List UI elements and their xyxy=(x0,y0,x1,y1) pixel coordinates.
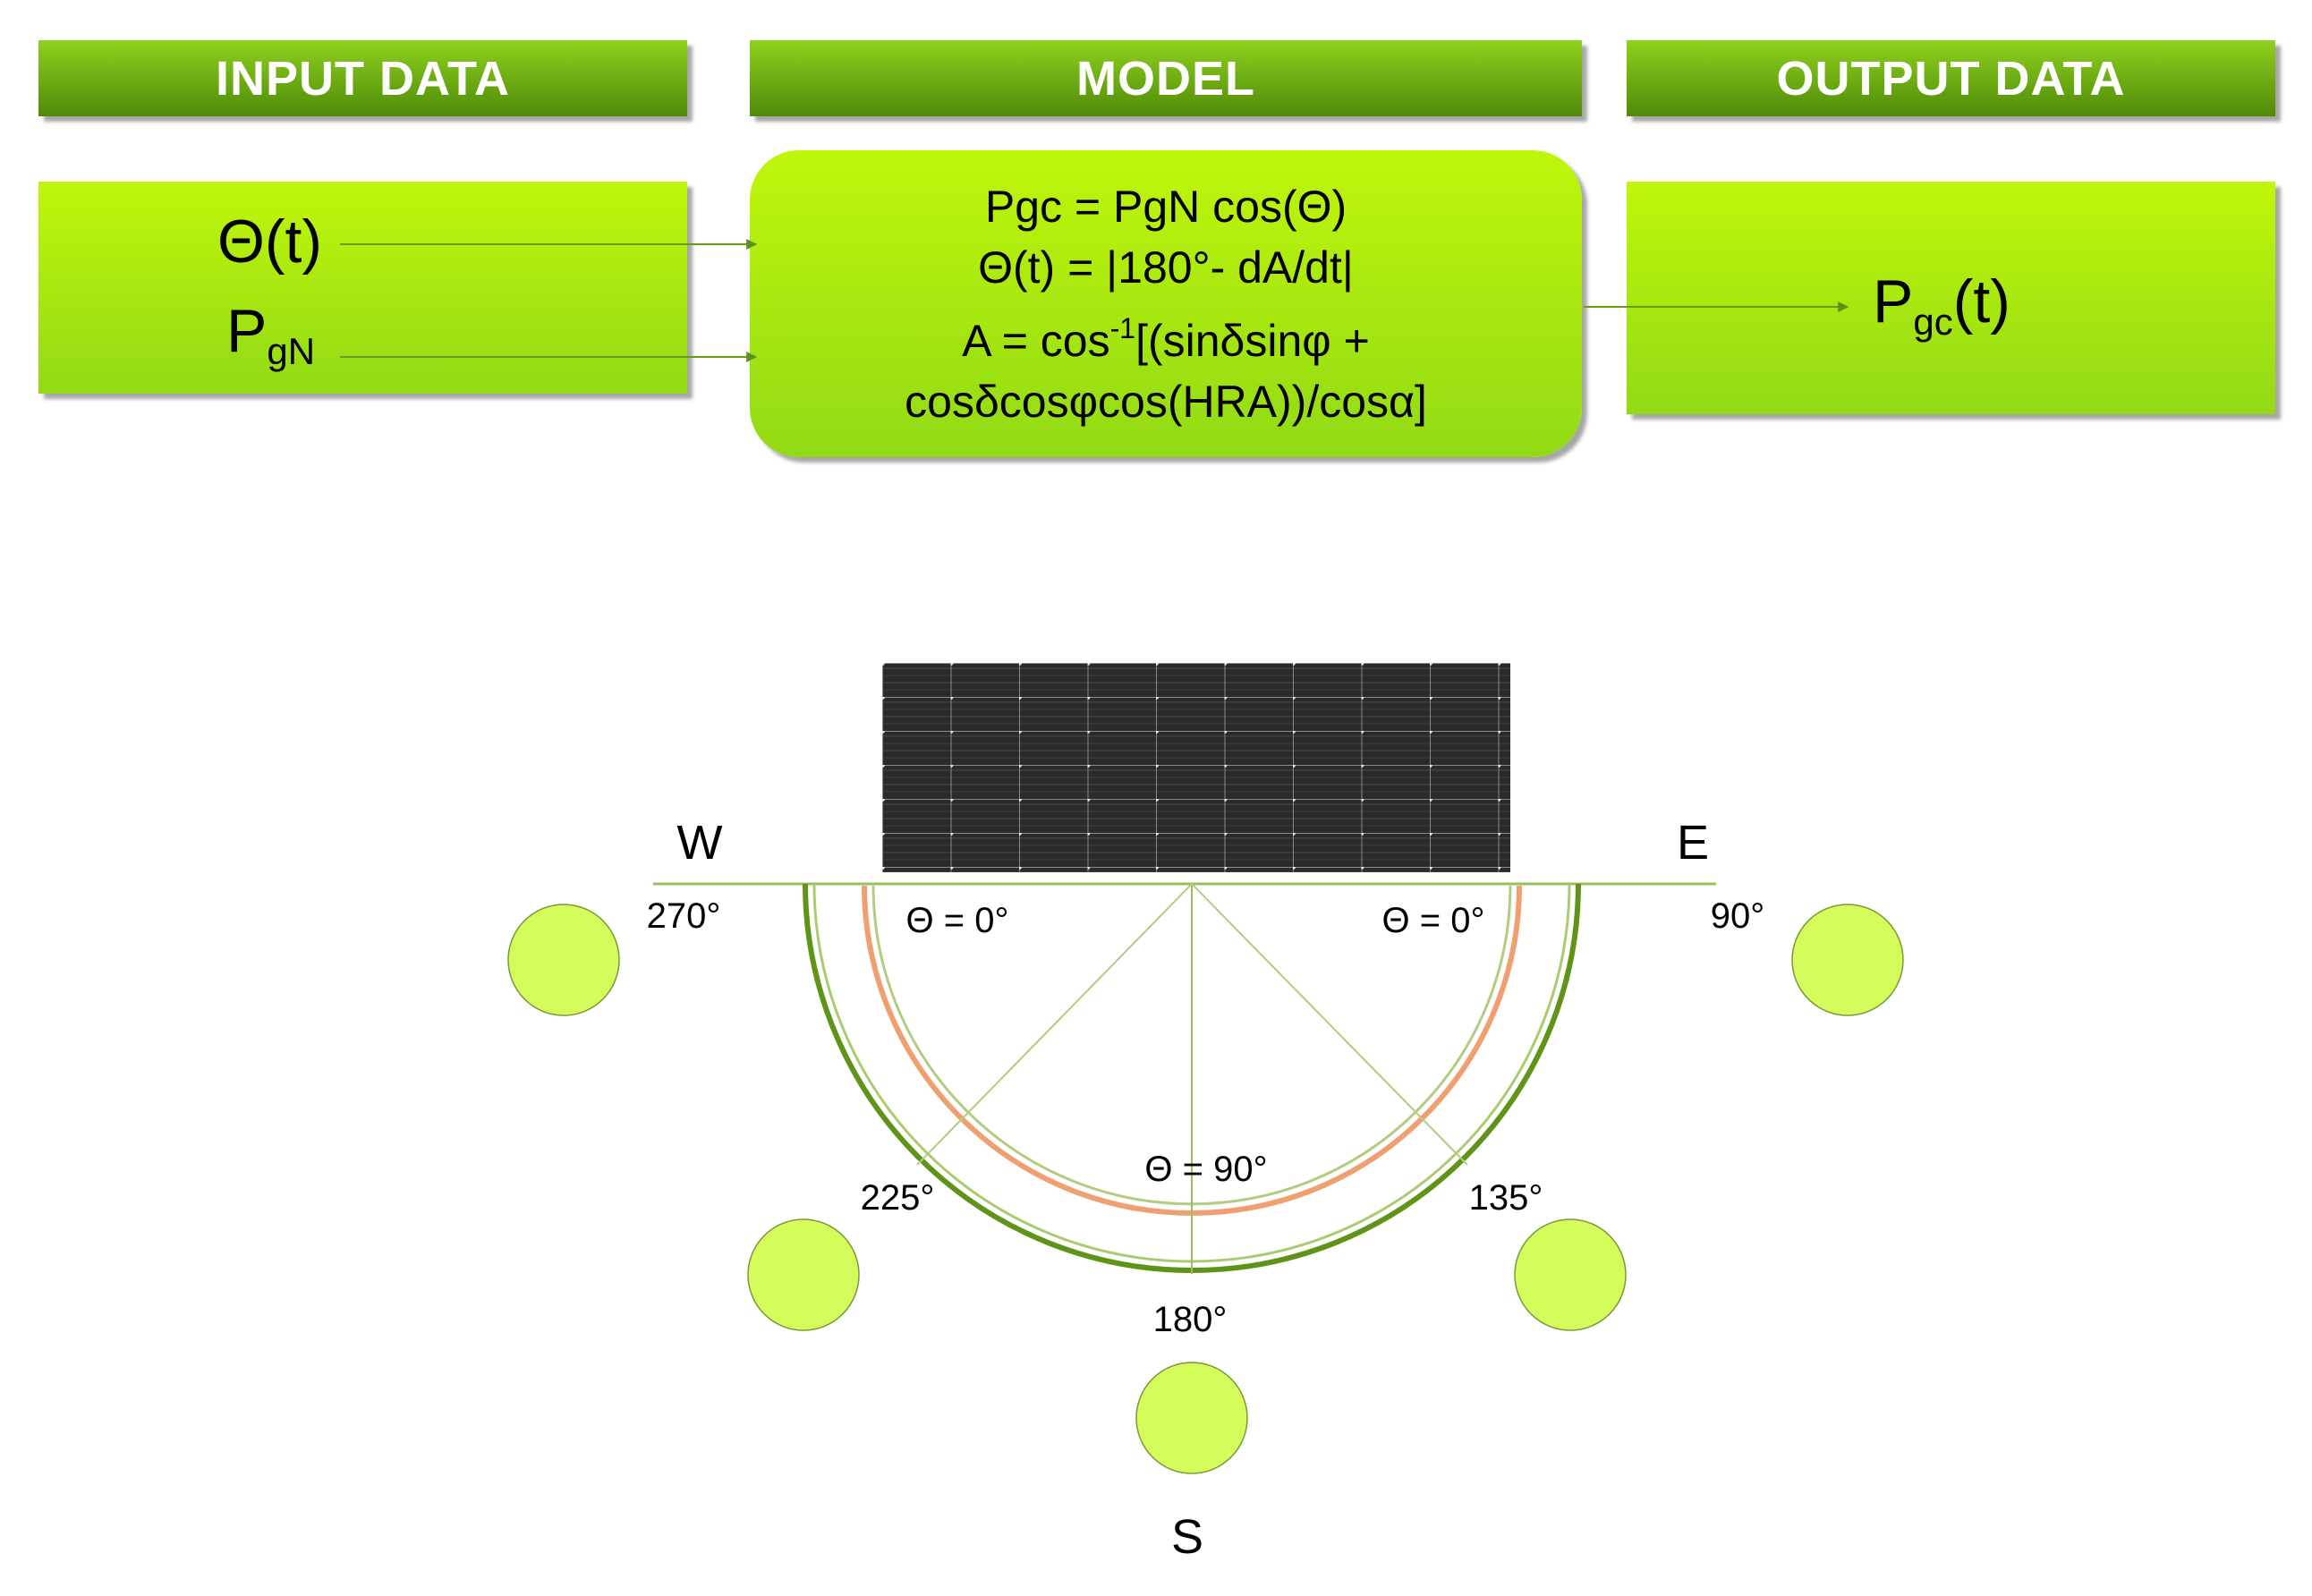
south-label: S xyxy=(1171,1510,1203,1564)
angle-90-label: 90° xyxy=(1711,896,1765,936)
model-eq3-superscript: -1 xyxy=(1109,311,1136,344)
pgc-suffix: (t) xyxy=(1952,267,2010,335)
model-eq3-suffix: [(sinδsinφ + xyxy=(1135,315,1370,366)
model-equation-2: Θ(t) = |180°- dA/dt| xyxy=(978,242,1354,293)
east-label: E xyxy=(1677,816,1709,870)
angle-180-label: 180° xyxy=(1153,1300,1228,1339)
angle-270-label: 270° xyxy=(647,896,721,936)
theta-zero-west-label: Θ = 0° xyxy=(906,901,1009,940)
pgc-main: P xyxy=(1873,267,1914,335)
pgn-input-label: PgN xyxy=(226,296,315,373)
pgn-subscript: gN xyxy=(267,330,316,372)
output-data-header: OUTPUT DATA xyxy=(1627,40,2275,116)
angle-225-label: 225° xyxy=(861,1178,935,1218)
model-eq3-prefix: A = cos xyxy=(962,315,1110,366)
pgc-subscript: gc xyxy=(1913,301,1953,343)
model-equation-4: cosδcosφcos(HRA))/cosα] xyxy=(905,376,1427,427)
sun-position-270-icon xyxy=(507,904,620,1016)
model-box: Pgc = PgN cos(Θ) Θ(t) = |180°- dA/dt| A … xyxy=(750,150,1582,457)
radial-line-225 xyxy=(916,883,1193,1166)
solar-panel xyxy=(882,663,1510,872)
theta-zero-east-label: Θ = 0° xyxy=(1382,901,1485,940)
west-label: W xyxy=(677,816,723,870)
angle-135-label: 135° xyxy=(1469,1178,1543,1218)
radial-line-135 xyxy=(1191,883,1468,1166)
pgc-output-label: Pgc(t) xyxy=(1873,267,2010,344)
model-equation-3: A = cos-1[(sinδsinφ + xyxy=(962,298,1370,371)
sun-position-90-icon xyxy=(1791,904,1904,1016)
input-data-box: Θ(t) PgN xyxy=(38,182,687,394)
sun-position-180-icon xyxy=(1135,1362,1248,1474)
pgn-main: P xyxy=(226,297,268,365)
model-equation-1: Pgc = PgN cos(Θ) xyxy=(984,181,1347,232)
output-data-box: Pgc(t) xyxy=(1627,182,2275,414)
sun-position-135-icon xyxy=(1514,1218,1627,1331)
input-data-header: INPUT DATA xyxy=(38,40,687,116)
sun-position-225-icon xyxy=(747,1218,860,1331)
theta-ninety-label: Θ = 90° xyxy=(1144,1150,1267,1189)
theta-input-label: Θ(t) xyxy=(217,208,323,276)
model-header: MODEL xyxy=(750,40,1582,116)
